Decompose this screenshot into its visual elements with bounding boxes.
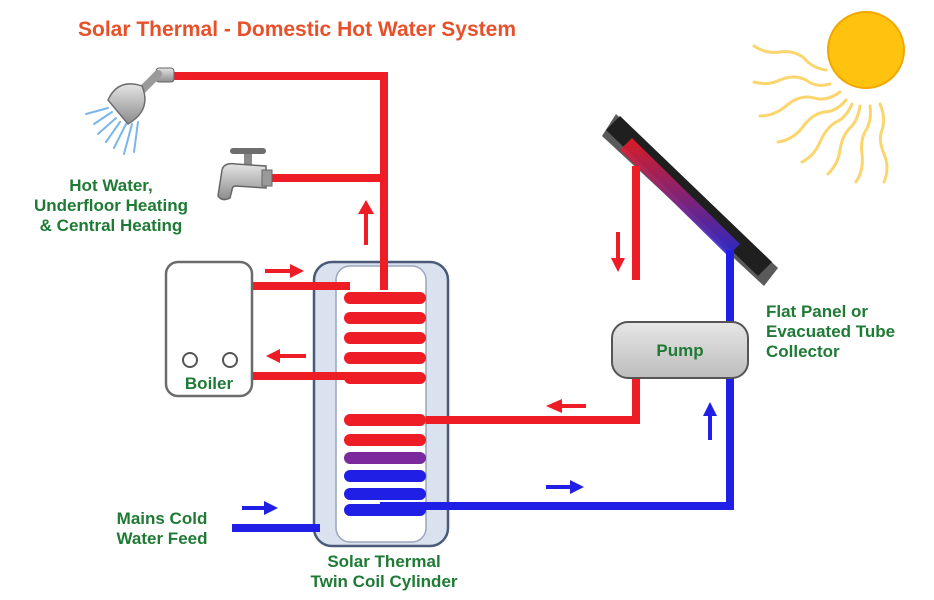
pump-label: Pump <box>656 341 704 360</box>
outlets-label: Hot Water, Underfloor Heating & Central … <box>18 176 204 236</box>
diagram-title: Solar Thermal - Domestic Hot Water Syste… <box>78 18 517 41</box>
shower-head-icon <box>85 67 175 155</box>
collector-label-line: Evacuated Tube <box>766 322 896 341</box>
pump <box>611 321 749 379</box>
lower-coil <box>344 414 426 516</box>
flow-arrows <box>242 200 717 515</box>
mains-label-line: Water Feed <box>116 529 208 548</box>
collector-label: Flat Panel or Evacuated Tube Collector <box>766 302 895 362</box>
outlets-label-line: Hot Water, <box>69 176 153 195</box>
upper-coil <box>344 292 426 384</box>
cold-pipes <box>232 250 734 532</box>
tap-icon <box>217 148 273 201</box>
mains-label: Mains Cold Water Feed <box>100 509 224 549</box>
outlets-label-line: & Central Heating <box>39 216 183 235</box>
cylinder-label-line: Solar Thermal <box>327 552 441 571</box>
collector-label-line: Collector <box>766 342 840 361</box>
sun-icon <box>752 11 905 184</box>
solar-collector-panel <box>602 114 778 286</box>
boiler-label: Boiler <box>184 374 234 393</box>
cylinder-label: Solar Thermal Twin Coil Cylinder <box>286 552 482 592</box>
collector-label-line: Flat Panel or <box>766 302 869 321</box>
cylinder-label-line: Twin Coil Cylinder <box>310 572 458 591</box>
outlets-label-line: Underfloor Heating <box>34 196 188 215</box>
mains-label-line: Mains Cold <box>116 509 208 528</box>
boiler <box>164 260 254 398</box>
